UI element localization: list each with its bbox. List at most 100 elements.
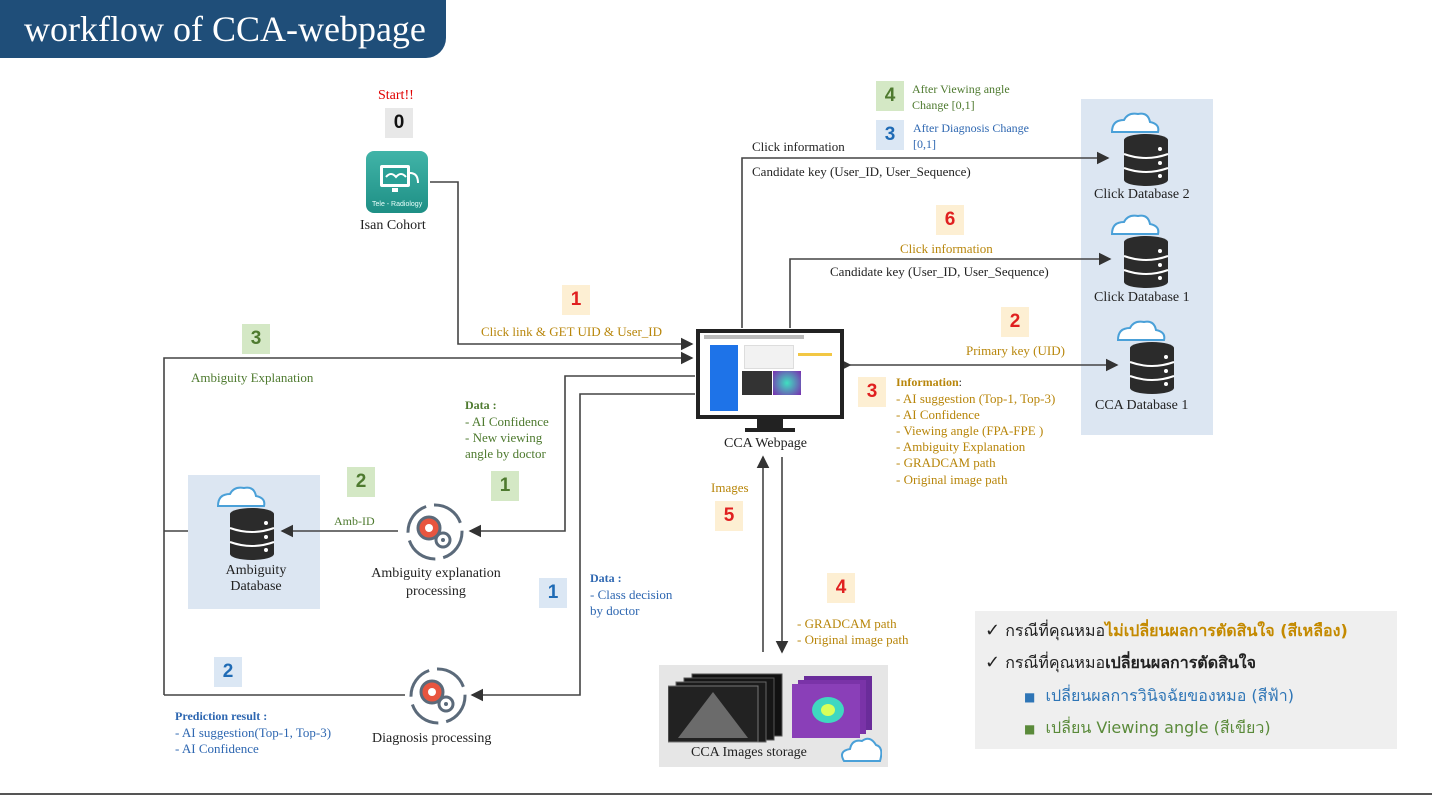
candidate-key-db1: Candidate key (User_ID, User_Sequence) — [830, 264, 1049, 279]
checkmark-icon: ✓ — [985, 652, 1001, 673]
step-5-badge: 5 — [715, 501, 743, 531]
images-storage-label: CCA Images storage — [691, 745, 807, 760]
data-blue-line: by doctor — [590, 603, 640, 618]
start-label: Start!! — [378, 88, 414, 103]
after-viewing-text: After Viewing angle Change [0,1] — [912, 82, 1010, 112]
data-blue-line: - Class decision — [590, 587, 673, 602]
legend-sub-1-text: เปลี่ยนผลการวินิจฉัยของหมอ (สีฟ้า) — [1045, 686, 1294, 705]
prediction-heading: Prediction result : — [175, 709, 268, 723]
information-colon: : — [958, 375, 963, 389]
info-line: - Original image path — [896, 472, 1008, 487]
isan-cohort-label: Isan Cohort — [360, 218, 426, 233]
page-title: workflow of CCA-webpage — [24, 9, 426, 49]
gradcam-line: - Original image path — [797, 632, 909, 647]
information-heading: Information: — [896, 374, 962, 390]
data-green-line: - New viewing — [465, 430, 543, 445]
legend-sub-2-text: เปลี่ยน Viewing angle (สีเขียว) — [1045, 718, 1271, 737]
prediction-line: - AI suggestion(Top-1, Top-3) — [175, 725, 332, 740]
monitor-header — [704, 335, 804, 339]
step-1-blue-badge: 1 — [539, 578, 567, 608]
blue-bullet-icon: ■ — [1024, 690, 1036, 704]
step-4-green-badge: 4 — [876, 81, 904, 111]
ultrasound-stack-image — [668, 673, 783, 743]
gradcam-line: - GRADCAM path — [797, 616, 897, 631]
diagnosis-proc-label: Diagnosis processing — [372, 731, 492, 746]
info-line: - AI Confidence — [896, 407, 980, 422]
monitor-sidebar — [710, 345, 738, 411]
legend-1-prefix: กรณีที่คุณหมอ — [1005, 621, 1106, 640]
gear-process-icon — [406, 503, 464, 561]
tele-radiology-icon: Tele - Radiology — [366, 151, 428, 213]
legend-sub-2: ■ เปลี่ยน Viewing angle (สีเขียว) — [1024, 716, 1271, 741]
data-blue-heading: Data : — [590, 571, 622, 585]
amb-id-label: Amb-ID — [334, 514, 375, 528]
click-info-db1: Click information — [900, 241, 993, 256]
info-line: - GRADCAM path — [896, 455, 996, 470]
monitor-yellow-bar — [798, 353, 832, 356]
step-2-yellow-badge: 2 — [1001, 307, 1029, 337]
legend-2-prefix: กรณีที่คุณหมอ — [1005, 653, 1106, 672]
cca-db1-icon — [1116, 320, 1175, 394]
after-diagnosis-text: After Diagnosis Change [0,1] — [913, 121, 1029, 151]
legend-line-1: ✓ กรณีที่คุณหมอไม่เปลี่ยนผลการตัดสินใจ (… — [985, 619, 1348, 644]
step-3-green-badge: 3 — [242, 324, 270, 354]
monitor-ultrasound — [742, 371, 772, 395]
ambiguity-db-label: Ambiguity Database — [225, 563, 287, 594]
edge-data-green — [468, 375, 695, 538]
edge-ambiguity-explanation — [163, 351, 694, 695]
step-1-green-badge: 1 — [491, 471, 519, 501]
step-6-badge: 6 — [936, 205, 964, 235]
legend-line-2: ✓ กรณีที่คุณหมอเปลี่ยนผลการตัดสินใจ — [985, 651, 1256, 676]
step-1-badge: 1 — [562, 285, 590, 315]
edge-to-click-db2 — [741, 151, 1110, 328]
monitor-gradcam — [773, 371, 801, 395]
diagnosis-gear-icon — [409, 667, 467, 725]
step-0-badge: 0 — [385, 108, 413, 138]
data-green-line: angle by doctor — [465, 446, 546, 461]
checkmark-icon: ✓ — [985, 620, 1001, 641]
info-line: - Ambiguity Explanation — [896, 439, 1026, 454]
monitor-base — [745, 428, 795, 432]
green-bullet-icon: ■ — [1024, 722, 1036, 736]
cloud-icon — [841, 737, 882, 762]
ambiguity-db-icon — [216, 486, 275, 560]
legend-sub-1: ■ เปลี่ยนผลการวินิจฉัยของหมอ (สีฟ้า) — [1024, 684, 1294, 709]
step-3-blue-badge: 3 — [876, 120, 904, 150]
primary-key-label: Primary key (UID) — [966, 343, 1065, 358]
step-2-green-badge: 2 — [347, 467, 375, 497]
click-link-label: Click link & GET UID & User_ID — [481, 324, 663, 339]
images-label: Images — [711, 480, 749, 495]
information-heading-text: Information — [896, 375, 959, 389]
click-info-db2: Click information — [752, 139, 845, 154]
bottom-rule — [0, 793, 1432, 795]
monitor-table — [744, 345, 794, 369]
ambiguity-explanation-label: Ambiguity Explanation — [191, 370, 314, 385]
edge-to-click-db1 — [789, 252, 1112, 328]
click-db1-label: Click Database 1 — [1094, 290, 1190, 305]
data-green-line: - AI Confidence — [465, 414, 549, 429]
tele-radiology-text: Tele - Radiology — [372, 201, 423, 208]
edge-data-blue — [470, 393, 695, 702]
cca-webpage-label: CCA Webpage — [724, 436, 807, 451]
data-green-heading: Data : — [465, 398, 497, 412]
prediction-line: - AI Confidence — [175, 741, 259, 756]
step-4-yellow-badge: 4 — [827, 573, 855, 603]
legend-box — [975, 611, 1397, 749]
gradcam-stack-image — [792, 676, 872, 738]
cca-webpage-monitor[interactable] — [696, 329, 844, 419]
info-line: - Viewing angle (FPA-FPE ) — [896, 423, 1044, 438]
edge-click-link — [430, 181, 694, 351]
step-3-yellow-badge: 3 — [858, 377, 886, 407]
click-db2-label: Click Database 2 — [1094, 187, 1190, 202]
legend-1-highlight: ไม่เปลี่ยนผลการตัดสินใจ (สีเหลือง) — [1105, 621, 1348, 640]
candidate-key-db2: Candidate key (User_ID, User_Sequence) — [752, 164, 971, 179]
step-2-blue-badge: 2 — [214, 657, 242, 687]
title-banner — [0, 0, 446, 58]
cca-db1-label: CCA Database 1 — [1095, 398, 1189, 413]
ambiguity-proc-label: Ambiguity explanation processing — [371, 566, 501, 599]
legend-2-rest: เปลี่ยนผลการตัดสินใจ — [1105, 653, 1256, 672]
monitor-stand — [757, 419, 783, 429]
click-db1-icon — [1110, 214, 1169, 288]
click-db2-icon — [1110, 112, 1169, 186]
